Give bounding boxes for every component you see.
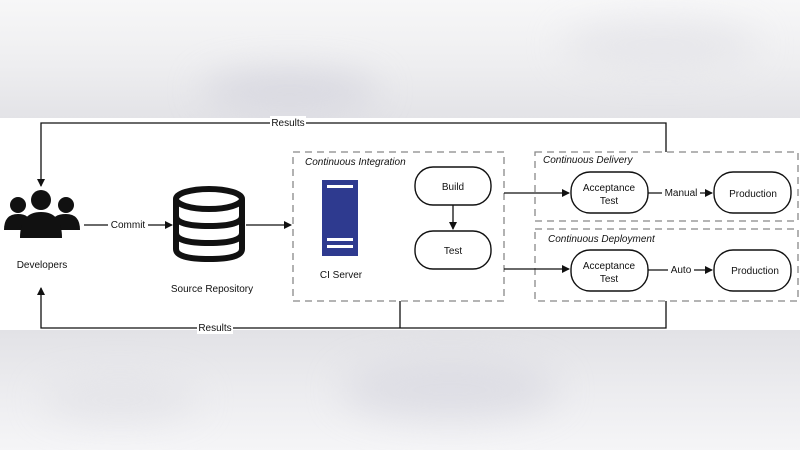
manual-label: Manual	[665, 188, 698, 199]
delivery-production-label: Production	[729, 189, 777, 200]
results-bottom-label-bg	[197, 321, 233, 334]
delivery-acceptance-label-2: Test	[600, 196, 619, 207]
continuous-delivery-box	[534, 151, 799, 222]
commit-label-bg	[108, 218, 148, 231]
background-blur-shape	[560, 20, 760, 70]
background-blur-shape	[340, 360, 560, 420]
test-node	[414, 230, 492, 270]
deployment-acceptance-label-2: Test	[600, 274, 619, 285]
deployment-production-label: Production	[731, 266, 779, 277]
background-blur-shape	[200, 70, 380, 110]
build-label: Build	[442, 182, 464, 193]
results-top-label-bg	[270, 116, 306, 129]
test-label: Test	[444, 246, 463, 257]
auto-label-bg	[668, 263, 694, 276]
results-top-label: Results	[271, 118, 304, 129]
ci-server-label: CI Server	[320, 270, 363, 281]
developers-label: Developers	[17, 260, 68, 271]
background-blur-shape	[40, 380, 200, 420]
ci-server-icon	[322, 180, 358, 256]
manual-label-bg	[662, 186, 700, 199]
delivery-production-node	[713, 171, 792, 214]
continuous-integration-title: Continuous Integration	[305, 157, 406, 168]
delivery-acceptance-label-1: Acceptance	[583, 183, 636, 194]
results-bottom-label: Results	[198, 323, 231, 334]
database-icon	[173, 186, 245, 263]
results-feedback-top-arrow	[37, 122, 667, 187]
commit-label: Commit	[111, 220, 146, 231]
deployment-production-node	[713, 249, 792, 292]
developers-icon	[4, 190, 80, 238]
continuous-delivery-title: Continuous Delivery	[543, 155, 633, 166]
deployment-acceptance-label-1: Acceptance	[583, 261, 636, 272]
source-repository-label: Source Repository	[171, 284, 253, 295]
auto-label: Auto	[671, 265, 692, 276]
continuous-deployment-title: Continuous Deployment	[548, 234, 656, 245]
results-feedback-bottom-arrow	[37, 287, 667, 329]
